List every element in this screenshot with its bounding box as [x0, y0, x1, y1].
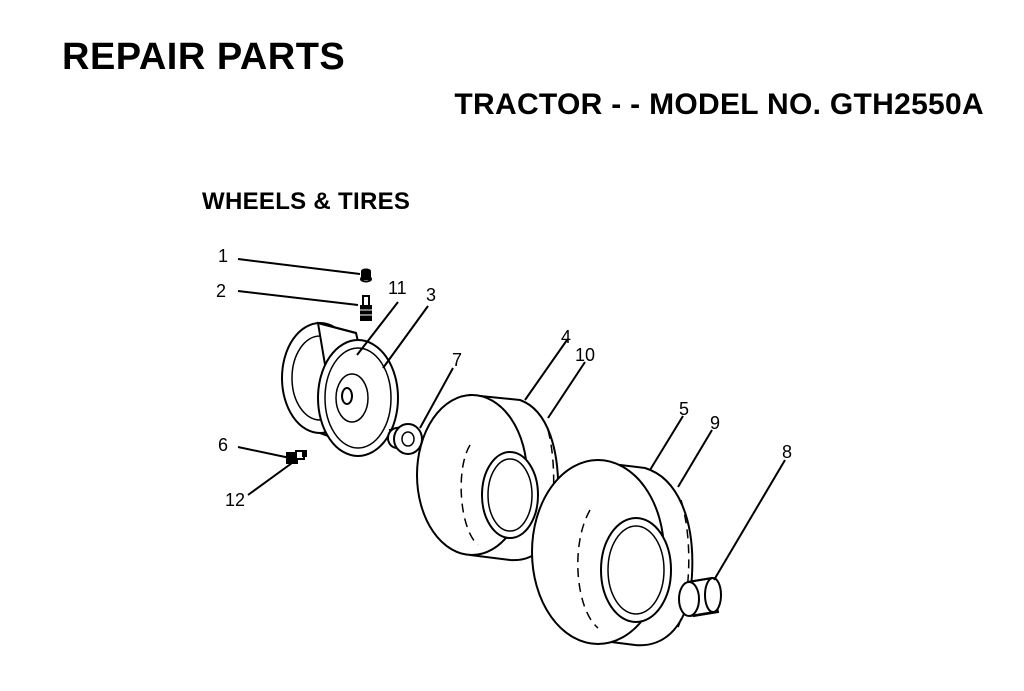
callout-7: 7: [452, 350, 462, 370]
hub-cap-part: [678, 576, 722, 618]
grease-fitting-part: [286, 450, 307, 464]
callout-2: 2: [216, 281, 226, 301]
callout-labels: 1 2 11 3 7 4 10 5 9 8 6 12: [216, 246, 792, 510]
valve-stem-part: [360, 295, 372, 321]
model-subtitle: TRACTOR - - MODEL NO. GTH2550A: [454, 88, 984, 121]
callout-1: 1: [218, 246, 228, 266]
callout-6: 6: [218, 435, 228, 455]
callout-8: 8: [782, 442, 792, 462]
leader-lines: [237, 258, 786, 581]
valve-cap-part: [360, 268, 372, 283]
callout-10: 10: [575, 345, 595, 365]
callout-12: 12: [225, 490, 245, 510]
callout-4: 4: [561, 327, 571, 347]
callout-9: 9: [710, 413, 720, 433]
callout-11: 11: [388, 278, 407, 298]
bushing-part: [387, 423, 423, 455]
page-title: REPAIR PARTS: [62, 36, 346, 78]
callout-5: 5: [679, 399, 689, 419]
wheel-rim-part: [281, 321, 399, 457]
callout-3: 3: [426, 285, 436, 305]
section-heading: WHEELS & TIRES: [202, 188, 411, 215]
rear-tire-part: [531, 459, 694, 647]
